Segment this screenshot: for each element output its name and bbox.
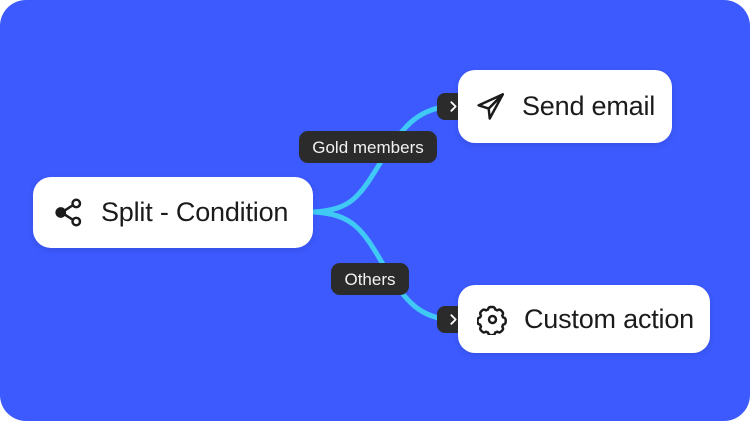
paper-plane-icon — [477, 93, 504, 120]
gear-icon-wrapper — [477, 304, 508, 335]
chevron-right-icon — [449, 101, 457, 112]
edge-label-others[interactable]: Others — [331, 263, 409, 295]
share-nodes-icon-wrapper — [53, 197, 84, 228]
paper-plane-icon-wrapper — [475, 91, 506, 122]
node-custom-action[interactable]: Custom action — [458, 285, 710, 353]
share-nodes-icon — [55, 198, 82, 227]
node-label-custom-action: Custom action — [524, 303, 694, 334]
gear-icon — [477, 305, 507, 335]
edge-label-gold-members[interactable]: Gold members — [299, 131, 437, 163]
node-send-email[interactable]: Send email — [458, 70, 672, 143]
chevron-right-icon — [449, 314, 457, 325]
node-label-split-condition: Split - Condition — [101, 197, 289, 227]
node-label-send-email: Send email — [522, 91, 656, 121]
node-split-condition[interactable]: Split - Condition — [33, 177, 313, 248]
